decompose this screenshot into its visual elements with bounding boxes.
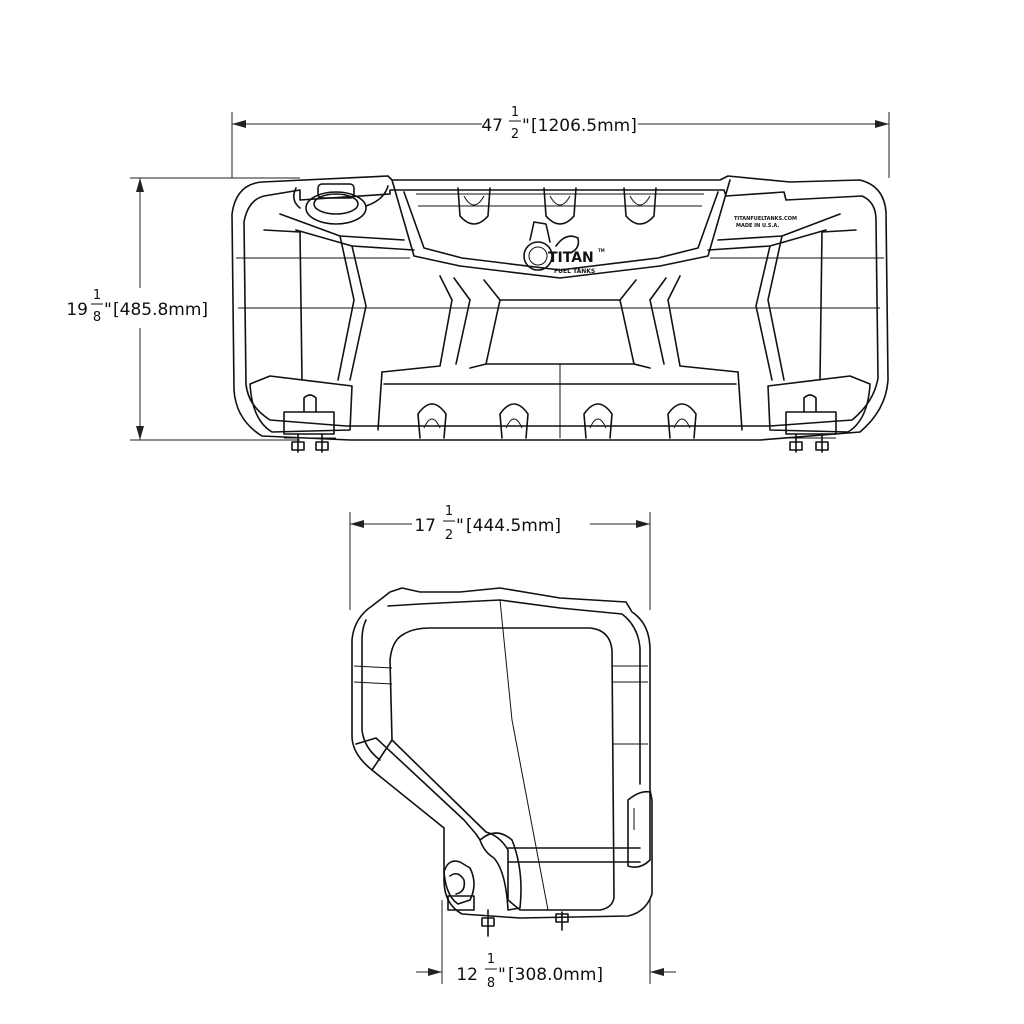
height-top-whole: 19 (66, 300, 88, 320)
tank-side-view (351, 587, 653, 937)
titan-logo: TITAN FUEL TANKS TM (523, 221, 605, 275)
logo-sub: FUEL TANKS (554, 268, 595, 275)
bottom-side-denominator: 8 (487, 976, 495, 991)
logo-brand: TITAN (548, 250, 594, 266)
width-top-numerator: 1 (511, 105, 519, 120)
height-top-denominator: 8 (93, 310, 101, 325)
logo-tm: TM (598, 248, 605, 253)
label-line2: MADE IN U.S.A. (736, 223, 779, 229)
top-bumps (457, 187, 657, 225)
dimension-width-top: 47 1 2 " [1206.5mm] (231, 105, 890, 178)
left-mount-bracket (249, 375, 353, 453)
right-mount-bracket (767, 375, 871, 453)
width-top-inch-mark: " (522, 116, 530, 136)
bottom-side-whole: 12 (456, 965, 478, 985)
width-side-inch-mark: " (456, 516, 464, 536)
bottom-side-inch-mark: " (498, 965, 506, 985)
dimension-bottom-side: 12 1 8 " [308.0mm] (416, 900, 676, 991)
width-side-mm: [444.5mm] (466, 516, 561, 536)
bottom-side-numerator: 1 (487, 952, 495, 967)
height-top-inch-mark: " (104, 300, 112, 320)
label-line1: TITANFUELTANKS.COM (734, 216, 797, 222)
width-side-denominator: 2 (445, 528, 453, 543)
bottom-bumps (417, 403, 697, 439)
bottom-side-mm: [308.0mm] (508, 965, 603, 985)
tank-top-view: TITAN FUEL TANKS TM TITANFUELTANKS.COM M… (231, 175, 889, 453)
width-side-whole: 17 (414, 516, 436, 536)
width-top-whole: 47 (481, 116, 503, 136)
dimension-height-top: 19 1 8 " [485.8mm] (66, 177, 300, 441)
molded-label: TITANFUELTANKS.COM MADE IN U.S.A. (734, 216, 797, 229)
width-top-denominator: 2 (511, 127, 519, 142)
dimension-width-side: 17 1 2 " [444.5mm] (349, 504, 651, 610)
height-top-numerator: 1 (93, 288, 101, 303)
filler-cap (292, 183, 389, 225)
height-top-mm: [485.8mm] (113, 300, 208, 320)
width-side-numerator: 1 (445, 504, 453, 519)
width-top-mm: [1206.5mm] (531, 116, 637, 136)
